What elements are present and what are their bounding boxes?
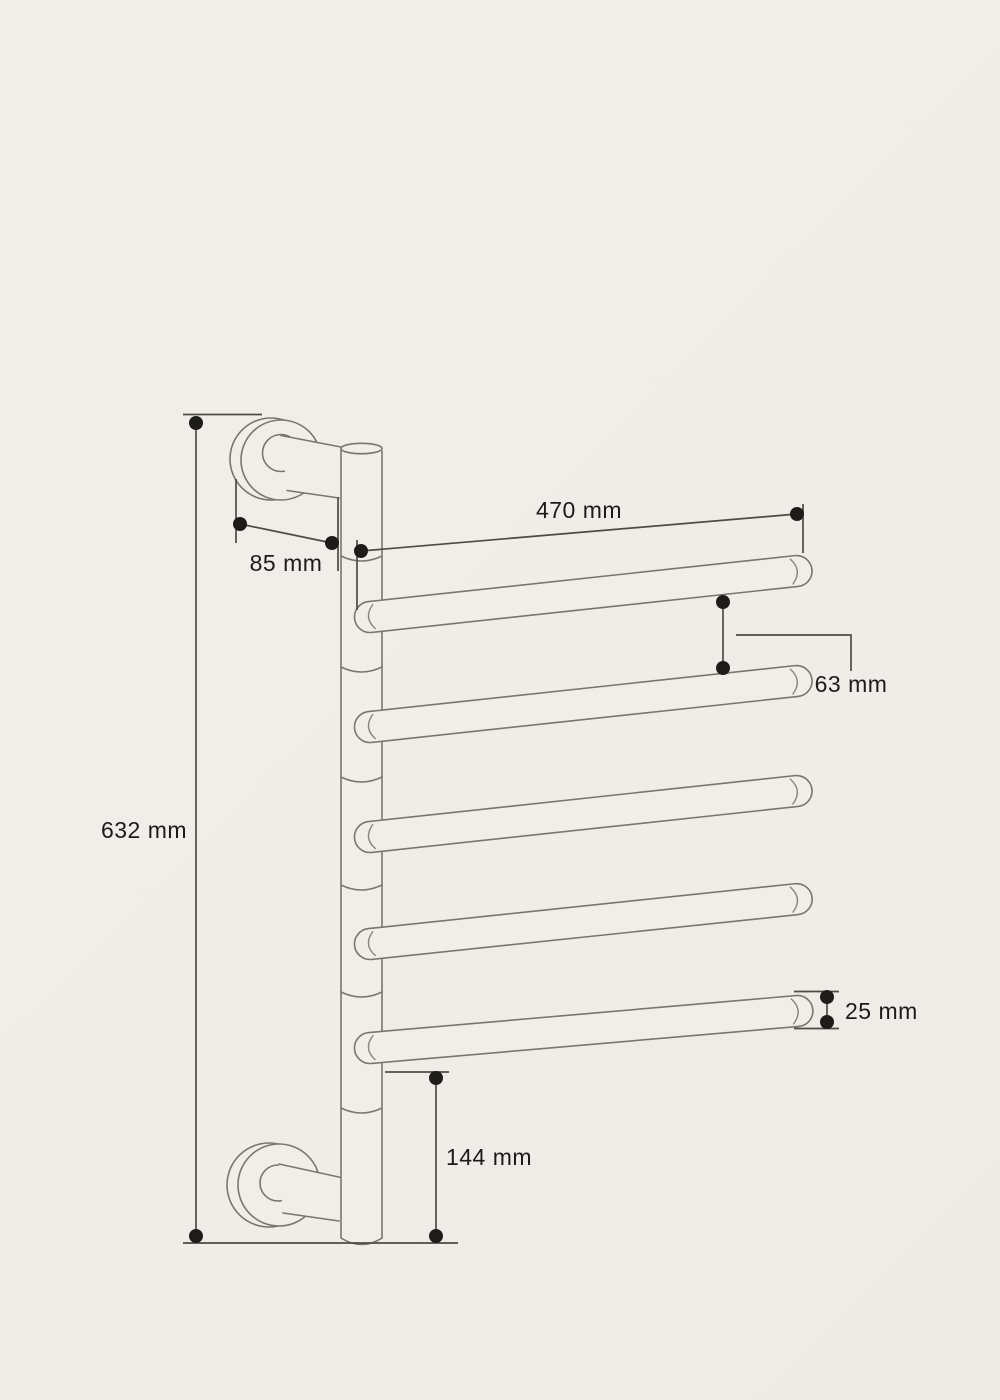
gap-bottom-dot [716,661,730,675]
dim-bar-gap: 63 mm [716,595,887,697]
offset-label: 85 mm [250,550,323,576]
width-left-dot [354,544,368,558]
width-label: 470 mm [536,497,622,523]
post-collar-1 [340,555,383,562]
arm-4-end-cap-arc [789,886,799,913]
top-mount-tube-top-edge [280,434,342,448]
clearance-bottom-dot [429,1229,443,1243]
arm-5-end-cap-arc [790,998,799,1025]
dimension-annotations: 632 mm 85 mm 470 mm [101,413,918,1244]
post-collar-5 [340,991,383,998]
arm-3-capsule [353,774,813,854]
bottom-mount-tube-top-edge [278,1163,342,1179]
clearance-label: 144 mm [446,1144,532,1170]
arm-2-end-cap-arc [789,668,798,695]
gap-top-dot [716,595,730,609]
offset-left-dot [233,517,247,531]
dim-bar-diameter: 25 mm [794,990,918,1030]
diameter-label: 25 mm [845,998,918,1024]
width-right-dot [790,507,804,521]
diameter-bottom-dot [820,1015,834,1029]
diameter-top-dot [820,990,834,1004]
height-label: 632 mm [101,817,187,843]
towel-rack-illustration [226,417,814,1246]
swivel-arm-5 [353,994,814,1065]
post-top-cap [340,442,383,455]
bottom-wall-mount [226,1142,342,1228]
top-mount-tube-fill [281,435,341,498]
bottom-mount-tube-bottom-edge [282,1212,340,1222]
clearance-top-dot [429,1071,443,1085]
arm-2-left-cap-arc [367,713,376,740]
arm-3-end-cap-arc [789,778,798,805]
post-collar-6 [340,1107,383,1114]
top-wall-mount [229,417,342,501]
arm-3-left-cap-arc [367,823,376,850]
swivel-arm-1 [353,554,813,634]
arm-5-capsule [353,994,814,1065]
dim-overall-height: 632 mm [101,413,458,1244]
post-collar-2 [340,666,383,673]
offset-dimension-line [239,523,333,544]
arm-2-capsule [353,664,813,744]
offset-right-dot [325,536,339,550]
bottom-mount-tube-fill [279,1164,341,1221]
gap-leader-line [736,634,852,671]
arm-4-capsule [353,882,813,961]
arm-5-left-cap-arc [367,1034,376,1061]
width-dimension-line [360,513,798,552]
height-top-dot [189,416,203,430]
arm-1-left-cap-arc [367,603,376,630]
height-bottom-dot [189,1229,203,1243]
post-bottom-arc [340,1237,383,1246]
swivel-arm-4 [353,882,813,961]
arm-1-end-cap-arc [789,558,798,585]
post-collar-3 [340,776,383,783]
dim-bottom-clearance: 144 mm [385,1071,532,1243]
arm-1-capsule [353,554,813,634]
dim-wall-offset: 85 mm [233,479,339,576]
dim-overall-width: 470 mm [354,497,804,610]
gap-label: 63 mm [815,671,888,697]
arm-4-left-cap-arc [367,930,376,957]
swivel-arm-2 [353,664,813,744]
top-mount-tube-bottom-edge [286,489,340,499]
post-collar-4 [340,884,383,891]
swivel-arm-3 [353,774,813,854]
